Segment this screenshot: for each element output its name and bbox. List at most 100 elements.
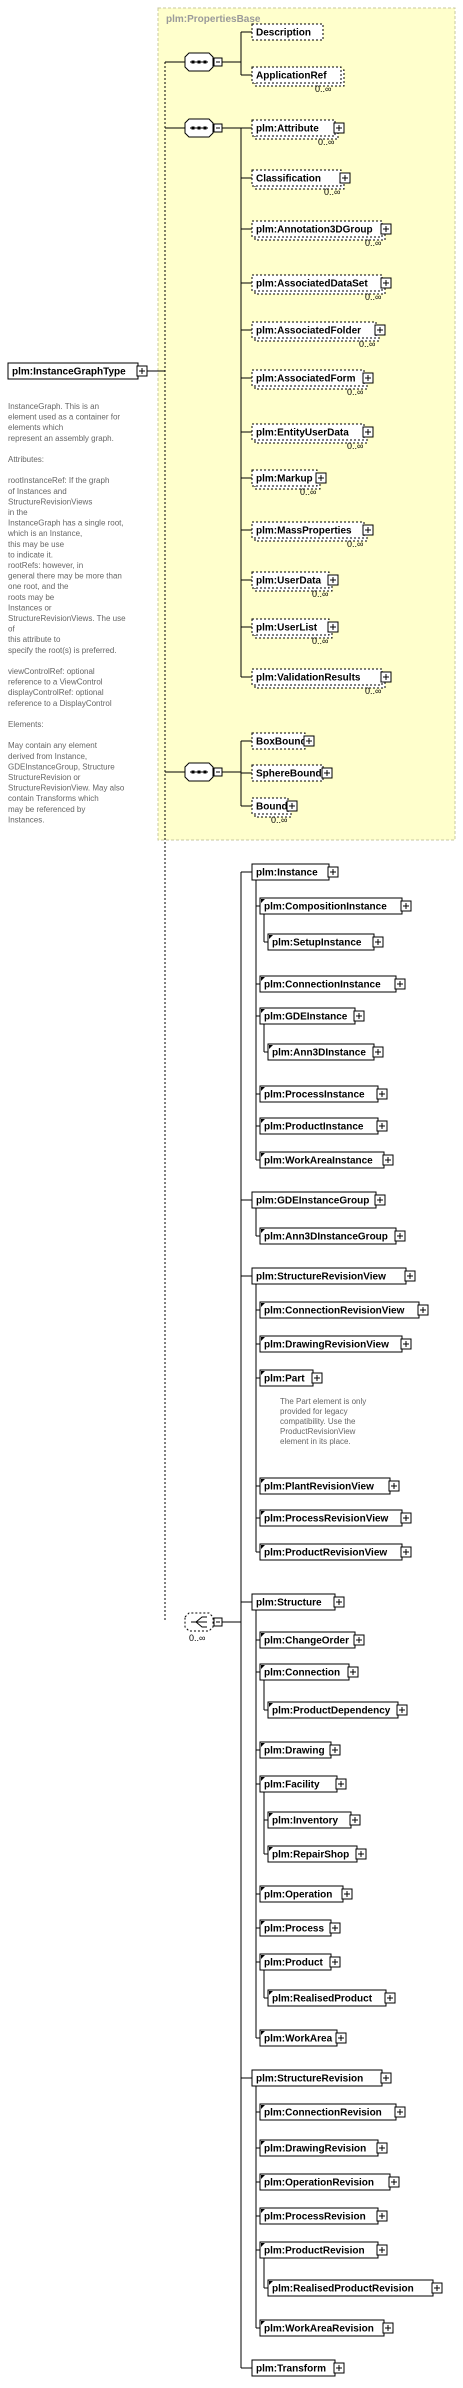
sequence-dot	[197, 126, 201, 130]
occurrence-label: 0..∞	[312, 589, 328, 599]
element-structure[interactable]: plm:Structure	[251, 1593, 345, 1611]
doc-line: Instances or	[8, 603, 52, 612]
element-gdeinstance[interactable]: plm:GDEInstance	[259, 1007, 365, 1025]
attribute-sequence[interactable]	[184, 118, 223, 138]
occurrence-label: 0..∞	[365, 238, 381, 248]
derived-type-icon	[261, 1633, 265, 1637]
element-product-dependency[interactable]: plm:ProductDependency	[267, 1701, 408, 1719]
element-structure-revision[interactable]: plm:StructureRevision	[251, 2069, 392, 2087]
doc-line: InstanceGraph has a single root,	[8, 519, 124, 528]
element-description[interactable]: Description	[251, 23, 324, 41]
element-facility[interactable]: plm:Facility	[259, 1775, 347, 1793]
doc-line: Elements:	[8, 720, 44, 729]
element-operation[interactable]: plm:Operation	[259, 1885, 353, 1903]
element-connection[interactable]: plm:Connection	[259, 1663, 359, 1681]
element-instance-graph-type[interactable]: plm:InstanceGraphType	[7, 362, 148, 380]
element-label: plm:Ann3DInstance	[272, 1048, 366, 1059]
derived-type-icon	[269, 1813, 273, 1817]
element-work-area-revision[interactable]: plm:WorkAreaRevision	[259, 2319, 394, 2337]
element-instance[interactable]: plm:Instance	[251, 863, 339, 881]
element-label: plm:AssociatedFolder	[256, 326, 361, 337]
element-label: plm:WorkArea	[264, 2034, 333, 2045]
element-label: plm:Connection	[264, 1668, 340, 1679]
derived-type-icon	[261, 1479, 265, 1483]
element-connection-revision-view[interactable]: plm:ConnectionRevisionView	[259, 1301, 429, 1319]
element-product-revision-view[interactable]: plm:ProductRevisionView	[259, 1543, 412, 1561]
element-inventory[interactable]: plm:Inventory	[267, 1811, 361, 1829]
element-label: plm:AssociatedForm	[256, 374, 356, 385]
bound-sequence[interactable]	[184, 762, 223, 782]
doc-line: this attribute to	[8, 635, 61, 644]
sequence-dot	[197, 60, 201, 64]
element-product[interactable]: plm:Product	[259, 1953, 341, 1971]
element-repair-shop[interactable]: plm:RepairShop	[267, 1845, 367, 1863]
derived-type-icon	[261, 1777, 265, 1781]
element-structure-revision-view[interactable]: plm:StructureRevisionView	[251, 1267, 416, 1285]
element-operation-revision[interactable]: plm:OperationRevision	[259, 2173, 400, 2191]
element-box	[251, 119, 336, 137]
element-change-order[interactable]: plm:ChangeOrder	[259, 1631, 365, 1649]
element-part[interactable]: plm:Part	[259, 1369, 323, 1387]
element-ann3dinstance[interactable]: plm:Ann3DInstance	[267, 1043, 384, 1061]
element-plant-revision-view[interactable]: plm:PlantRevisionView	[259, 1477, 400, 1495]
element-process-revision[interactable]: plm:ProcessRevision	[259, 2207, 388, 2225]
element-label: plm:RepairShop	[272, 1850, 349, 1861]
description-sequence[interactable]	[184, 52, 223, 72]
element-drawing[interactable]: plm:Drawing	[259, 1741, 341, 1759]
element-work-area[interactable]: plm:WorkArea	[259, 2029, 347, 2047]
element-sphere-bound[interactable]: SphereBound	[251, 764, 333, 782]
derived-type-icon	[261, 2209, 265, 2213]
element-connection-instance[interactable]: plm:ConnectionInstance	[259, 975, 406, 993]
occurrence-label: 0..∞	[365, 292, 381, 302]
doc-line: viewControlRef: optional	[8, 667, 95, 676]
doc-line: May contain any element	[8, 741, 98, 750]
element-label: plm:ConnectionRevision	[264, 2108, 382, 2119]
element-process-instance[interactable]: plm:ProcessInstance	[259, 1085, 388, 1103]
doc-line: The Part element is only	[280, 1397, 366, 1406]
element-realised-product[interactable]: plm:RealisedProduct	[267, 1989, 396, 2007]
element-transform[interactable]: plm:Transform	[251, 2359, 345, 2377]
element-label: plm:ProcessRevisionView	[264, 1514, 389, 1525]
doc-line: reference to a ViewControl	[8, 678, 103, 687]
element-ann3dinstance-group[interactable]: plm:Ann3DInstanceGroup	[259, 1227, 406, 1245]
element-label: plm:ChangeOrder	[264, 1636, 349, 1647]
element-label: BoxBound	[256, 737, 307, 748]
element-setup-instance[interactable]: plm:SetupInstance	[267, 933, 384, 951]
element-connection-revision[interactable]: plm:ConnectionRevision	[259, 2103, 406, 2121]
sequence-dot	[203, 60, 207, 64]
element-work-area-instance[interactable]: plm:WorkAreaInstance	[259, 1151, 394, 1169]
element-realised-product-revision[interactable]: plm:RealisedProductRevision	[267, 2279, 443, 2297]
occurrence-label: 0..∞	[300, 487, 316, 497]
occurrence-label: 0..∞	[347, 441, 363, 451]
choice-compositor[interactable]: 0..∞	[184, 1612, 223, 1643]
element-process-revision-view[interactable]: plm:ProcessRevisionView	[259, 1509, 412, 1527]
element-product-instance[interactable]: plm:ProductInstance	[259, 1117, 388, 1135]
element-process[interactable]: plm:Process	[259, 1919, 341, 1937]
occurrence-label: 0..∞	[324, 187, 340, 197]
element-drawing-revision[interactable]: plm:DrawingRevision	[259, 2139, 388, 2157]
doc-line: of	[8, 625, 15, 634]
element-product-revision[interactable]: plm:ProductRevision	[259, 2241, 388, 2259]
element-drawing-revision-view[interactable]: plm:DrawingRevisionView	[259, 1335, 412, 1353]
doc-line: Attributes:	[8, 455, 44, 464]
element-label: plm:ValidationResults	[256, 673, 361, 684]
element-label: plm:ProductDependency	[272, 1706, 391, 1717]
element-composition-instance[interactable]: plm:CompositionInstance	[259, 897, 412, 915]
element-gdeinstance-group[interactable]: plm:GDEInstanceGroup	[251, 1191, 386, 1209]
element-box-bound[interactable]: BoxBound	[251, 732, 315, 750]
derived-type-icon	[269, 1847, 273, 1851]
